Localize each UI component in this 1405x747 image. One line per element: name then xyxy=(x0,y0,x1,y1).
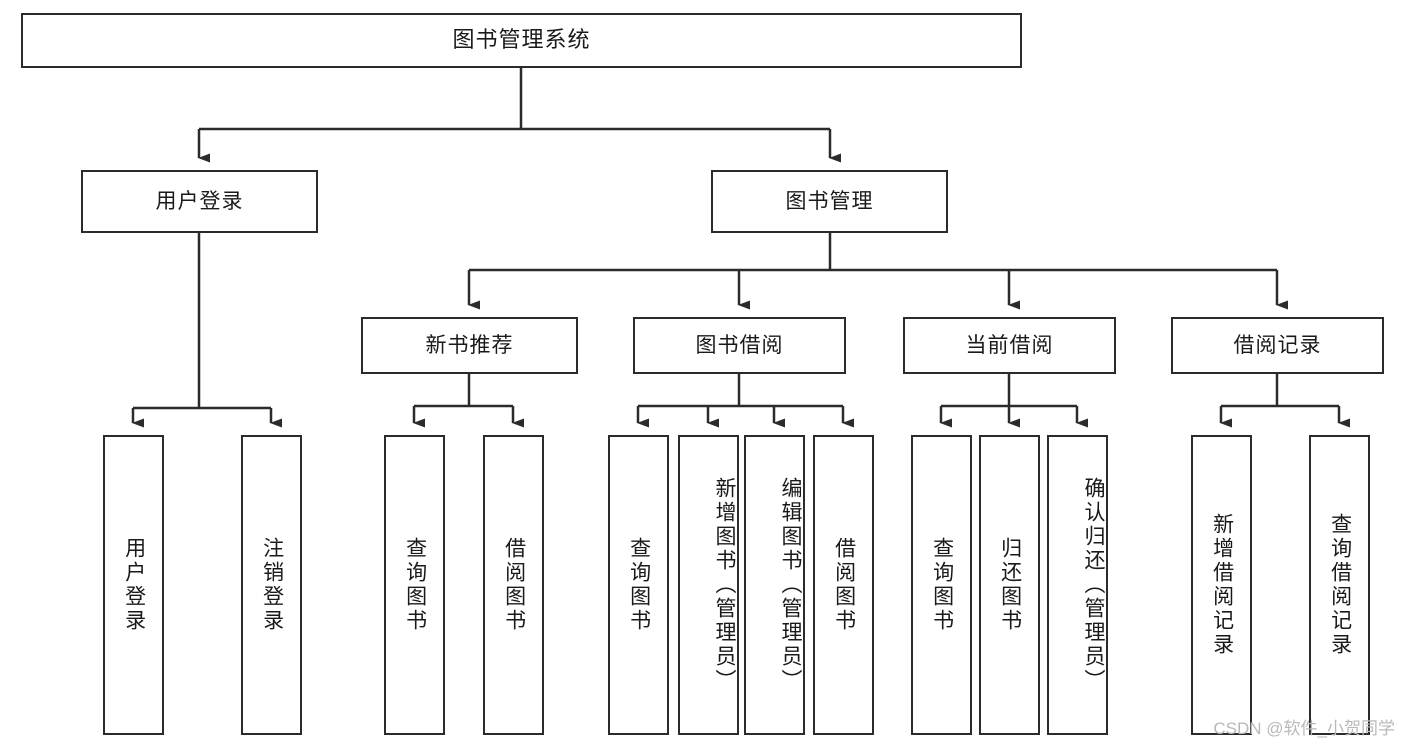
leaf-return-book[interactable]: 归还图书 xyxy=(979,435,1040,735)
node-label: 查询借阅记录 xyxy=(1328,513,1352,657)
leaf-borrow-book-recommend[interactable]: 借阅图书 xyxy=(483,435,544,735)
leaf-query-book-borrow[interactable]: 查询图书 xyxy=(608,435,669,735)
leaf-query-book-recommend[interactable]: 查询图书 xyxy=(384,435,445,735)
node-borrow-record[interactable]: 借阅记录 xyxy=(1171,317,1384,374)
node-label: 查询图书 xyxy=(627,537,651,633)
leaf-edit-book-admin[interactable]: 编辑图书（管理员） xyxy=(744,435,805,735)
node-label: 查询图书 xyxy=(403,537,427,633)
node-label: 新增借阅记录 xyxy=(1210,513,1234,657)
node-label: 当前借阅 xyxy=(965,333,1054,357)
node-label: 借阅记录 xyxy=(1233,333,1322,357)
leaf-confirm-return-admin[interactable]: 确认归还（管理员） xyxy=(1047,435,1108,735)
leaf-user-login[interactable]: 用户登录 xyxy=(103,435,164,735)
node-label: 注销登录 xyxy=(260,537,284,633)
node-root-book-management-system[interactable]: 图书管理系统 xyxy=(21,13,1022,68)
node-label: 图书借阅 xyxy=(695,333,784,357)
node-label: 图书管理系统 xyxy=(452,27,591,53)
leaf-query-book-current[interactable]: 查询图书 xyxy=(911,435,972,735)
node-new-book-recommend[interactable]: 新书推荐 xyxy=(361,317,578,374)
node-label: 新增图书（管理员） xyxy=(713,477,736,693)
node-user-login[interactable]: 用户登录 xyxy=(81,170,318,233)
node-label: 借阅图书 xyxy=(502,537,526,633)
csdn-watermark: CSDN @软件_小贺同学 xyxy=(1213,719,1395,738)
node-book-management[interactable]: 图书管理 xyxy=(711,170,948,233)
node-book-borrow[interactable]: 图书借阅 xyxy=(633,317,846,374)
node-label: 用户登录 xyxy=(155,189,244,213)
node-label: 编辑图书（管理员） xyxy=(779,477,802,693)
node-label: 用户登录 xyxy=(122,537,146,633)
node-label: 图书管理 xyxy=(785,189,874,213)
node-label: 查询图书 xyxy=(930,537,954,633)
leaf-add-borrow-record[interactable]: 新增借阅记录 xyxy=(1191,435,1252,735)
node-current-borrow[interactable]: 当前借阅 xyxy=(903,317,1116,374)
node-label: 借阅图书 xyxy=(832,537,856,633)
node-label: 新书推荐 xyxy=(425,333,514,357)
leaf-borrow-book[interactable]: 借阅图书 xyxy=(813,435,874,735)
leaf-logout[interactable]: 注销登录 xyxy=(241,435,302,735)
node-label: 归还图书 xyxy=(998,537,1022,633)
leaf-query-borrow-record[interactable]: 查询借阅记录 xyxy=(1309,435,1370,735)
leaf-add-book-admin[interactable]: 新增图书（管理员） xyxy=(678,435,739,735)
node-label: 确认归还（管理员） xyxy=(1082,477,1105,693)
